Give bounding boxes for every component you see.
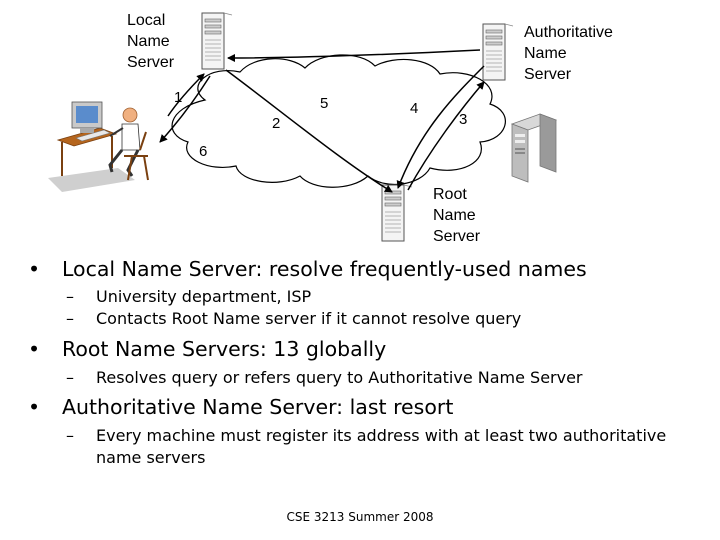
arrow-4 — [396, 65, 485, 189]
root-name-server-icon — [381, 184, 413, 242]
arrow-6 — [159, 75, 211, 143]
sub-bullet-text: Resolves query or refers query to Author… — [96, 368, 583, 387]
sub-bullet-text: Contacts Root Name server if it cannot r… — [96, 309, 522, 328]
dns-diagram — [48, 12, 558, 242]
label-line: Name — [524, 45, 567, 62]
arrow-5 — [227, 49, 481, 62]
authoritative-name-server-icon — [482, 23, 514, 81]
computer-tower-icon — [510, 113, 558, 183]
step-1-label: 1 — [174, 89, 183, 106]
dash-glyph: – — [66, 287, 74, 306]
step-6-label: 6 — [199, 143, 208, 160]
dash-glyph: – — [66, 368, 74, 387]
sub-bullet-text: Every machine must register its address … — [96, 426, 667, 467]
bullet-root-name-servers: Root Name Servers: 13 globally — [28, 336, 718, 362]
authoritative-name-server-label: Authoritative Name Server — [524, 22, 613, 85]
label-line: Name — [433, 207, 476, 224]
label-line: Name — [127, 33, 170, 50]
user-at-computer-icon — [48, 101, 149, 192]
sub-bullet: – Contacts Root Name server if it cannot… — [28, 308, 718, 330]
bullet-authoritative-name-server: Authoritative Name Server: last resort — [28, 394, 718, 420]
bullet-list: Local Name Server: resolve frequently-us… — [28, 256, 718, 469]
label-line: Root — [433, 186, 467, 203]
sub-bullet-text: University department, ISP — [96, 287, 312, 306]
network-cloud — [171, 54, 506, 188]
label-line: Authoritative — [524, 24, 613, 41]
step-4-label: 4 — [410, 100, 419, 117]
dash-glyph: – — [66, 426, 74, 445]
footer-text: CSE 3213 Summer 2008 — [286, 510, 434, 524]
step-2-label: 2 — [272, 115, 281, 132]
bullet-local-name-server: Local Name Server: resolve frequently-us… — [28, 256, 718, 282]
root-name-server-label: Root Name Server — [433, 184, 480, 247]
arrow-1 — [167, 73, 205, 117]
label-line: Server — [433, 228, 481, 245]
label-line: Server — [524, 66, 572, 83]
sub-bullet: – University department, ISP — [28, 286, 718, 308]
local-name-server-icon — [201, 12, 233, 70]
step-3-label: 3 — [459, 111, 468, 128]
label-line: Local — [127, 12, 166, 29]
dash-glyph: – — [66, 309, 74, 328]
local-name-server-label: Local Name Server — [127, 10, 174, 73]
label-line: Server — [127, 54, 175, 71]
step-5-label: 5 — [320, 95, 329, 112]
sub-bullet: – Every machine must register its addres… — [28, 425, 696, 469]
arrow-2 — [225, 69, 393, 193]
arrow-3 — [407, 81, 485, 191]
sub-bullet: – Resolves query or refers query to Auth… — [28, 367, 718, 389]
